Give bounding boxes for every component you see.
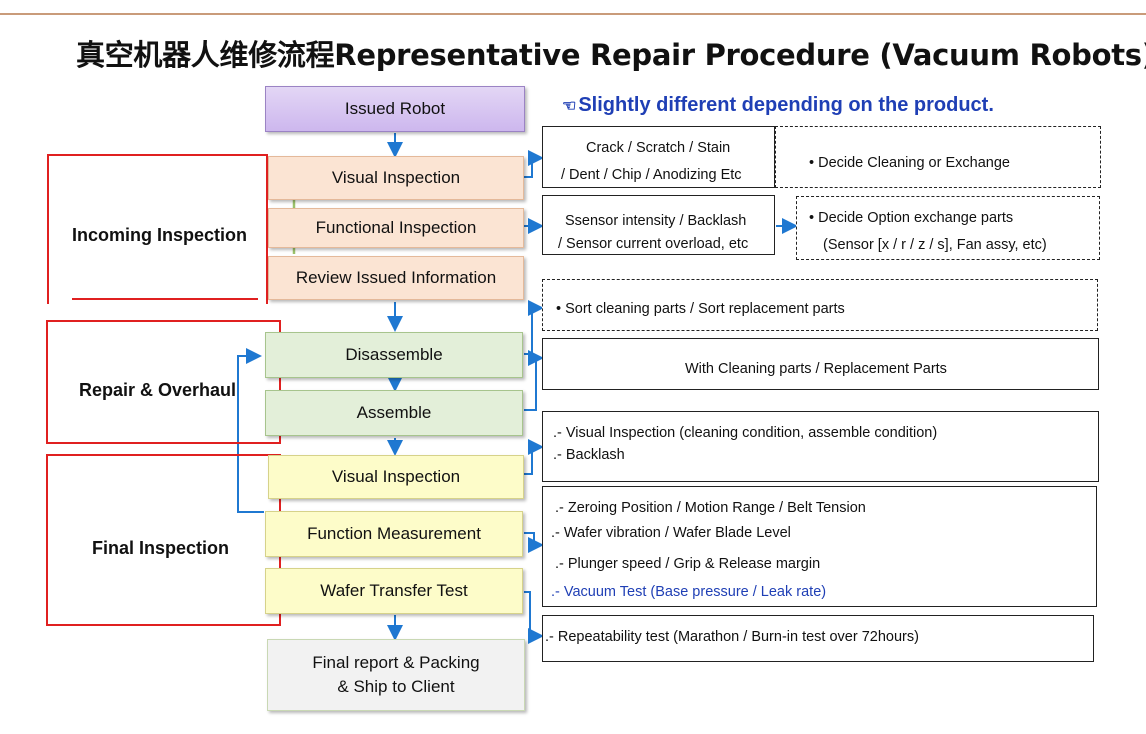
link-assemble-with [524,350,544,411]
step-issued-robot: Issued Robot [265,86,525,132]
step-function-measurement: Function Measurement [265,511,523,557]
detail-line: / Sensor current overload, etc [558,236,749,252]
detail-line: .- Wafer vibration / Wafer Blade Level [551,525,791,541]
link-function-detail [524,532,544,553]
detail-line: .- Plunger speed / Grip & Release margin [555,556,821,572]
detail-visual-defects: Crack / Scratch / Stain / Dent / Chip / … [542,126,775,188]
detail-decide-cleaning: • Decide Cleaning or Exchange [775,126,1101,188]
detail-line: Crack / Scratch / Stain [586,140,731,156]
step-label: Assemble [356,403,432,422]
step-disassemble: Disassemble [265,332,523,378]
product-note-text: Slightly different depending on the prod… [578,94,994,116]
detail-with-cleaning: With Cleaning parts / Replacement Parts [542,338,1099,390]
incoming-frame-underline [72,298,258,300]
detail-line: / Dent / Chip / Anodizing Etc [561,167,742,183]
repair-overhaul-frame [46,320,281,444]
detail-sensor: Ssensor intensity / Backlash / Sensor cu… [542,195,775,255]
detail-sort-parts: • Sort cleaning parts / Sort replacement… [542,279,1098,331]
detail-line: (Sensor [x / r / z / s], Fan assy, etc) [823,237,1047,253]
group-label-final: Final Inspection [92,538,230,558]
step-label: Functional Inspection [315,218,477,237]
loop-back-arrow [237,348,264,513]
link-visual-detail [524,439,544,475]
detail-line: .- Repeatability test (Marathon / Burn-i… [545,629,919,645]
pointing-hand-icon: ☜ [562,98,577,115]
step-wafer-transfer-test: Wafer Transfer Test [265,568,523,614]
step-label: Visual Inspection [331,168,461,187]
detail-line: • Decide Cleaning or Exchange [809,155,1010,171]
step-functional-inspection: Functional Inspection [268,208,524,248]
detail-line: • Decide Option exchange parts [809,210,1014,226]
link-disassemble-sort [524,300,544,355]
detail-line-vacuum: .- Vacuum Test (Base pressure / Leak rat… [551,584,827,600]
detail-line: With Cleaning parts / Replacement Parts [685,361,947,377]
page-title: 真空机器人维修流程Representative Repair Procedure… [76,38,1146,72]
detail-line: .- Zeroing Position / Motion Range / Bel… [555,500,866,516]
detail-function-measurement: .- Zeroing Position / Motion Range / Bel… [542,486,1097,607]
group-label-incoming: Incoming Inspection [72,225,248,245]
step-visual-inspection-final: Visual Inspection [268,455,524,499]
header-rule [0,13,1146,15]
step-label-line2: & Ship to Client [337,677,455,696]
step-review-issued-information: Review Issued Information [268,256,524,300]
detail-line: .- Backlash [553,447,625,463]
step-label: Disassemble [345,345,443,364]
step-final-report: Final report & Packing & Ship to Client [267,639,525,711]
step-label: Function Measurement [307,524,481,543]
detail-repeatability: .- Repeatability test (Marathon / Burn-i… [542,615,1094,662]
step-label: Review Issued Information [295,268,497,287]
link-visual-crack [524,150,544,178]
product-note: ☜Slightly different depending on the pro… [562,94,994,117]
link-wafer-repeat [524,591,544,644]
incoming-inspection-frame [47,154,268,304]
step-label-line1: Final report & Packing [312,653,480,672]
detail-visual-inspection: .- Visual Inspection (cleaning condition… [542,411,1099,482]
step-assemble: Assemble [265,390,523,436]
step-label: Wafer Transfer Test [320,581,468,600]
step-label: Visual Inspection [331,467,461,486]
detail-option-exchange: • Decide Option exchange parts (Sensor [… [796,196,1100,260]
step-label: Issued Robot [344,99,446,118]
detail-line: .- Visual Inspection (cleaning condition… [553,425,938,441]
detail-line: Ssensor intensity / Backlash [565,213,747,229]
step-visual-inspection-incoming: Visual Inspection [268,156,524,200]
group-label-repair: Repair & Overhaul [79,380,237,400]
detail-line: • Sort cleaning parts / Sort replacement… [556,301,845,317]
